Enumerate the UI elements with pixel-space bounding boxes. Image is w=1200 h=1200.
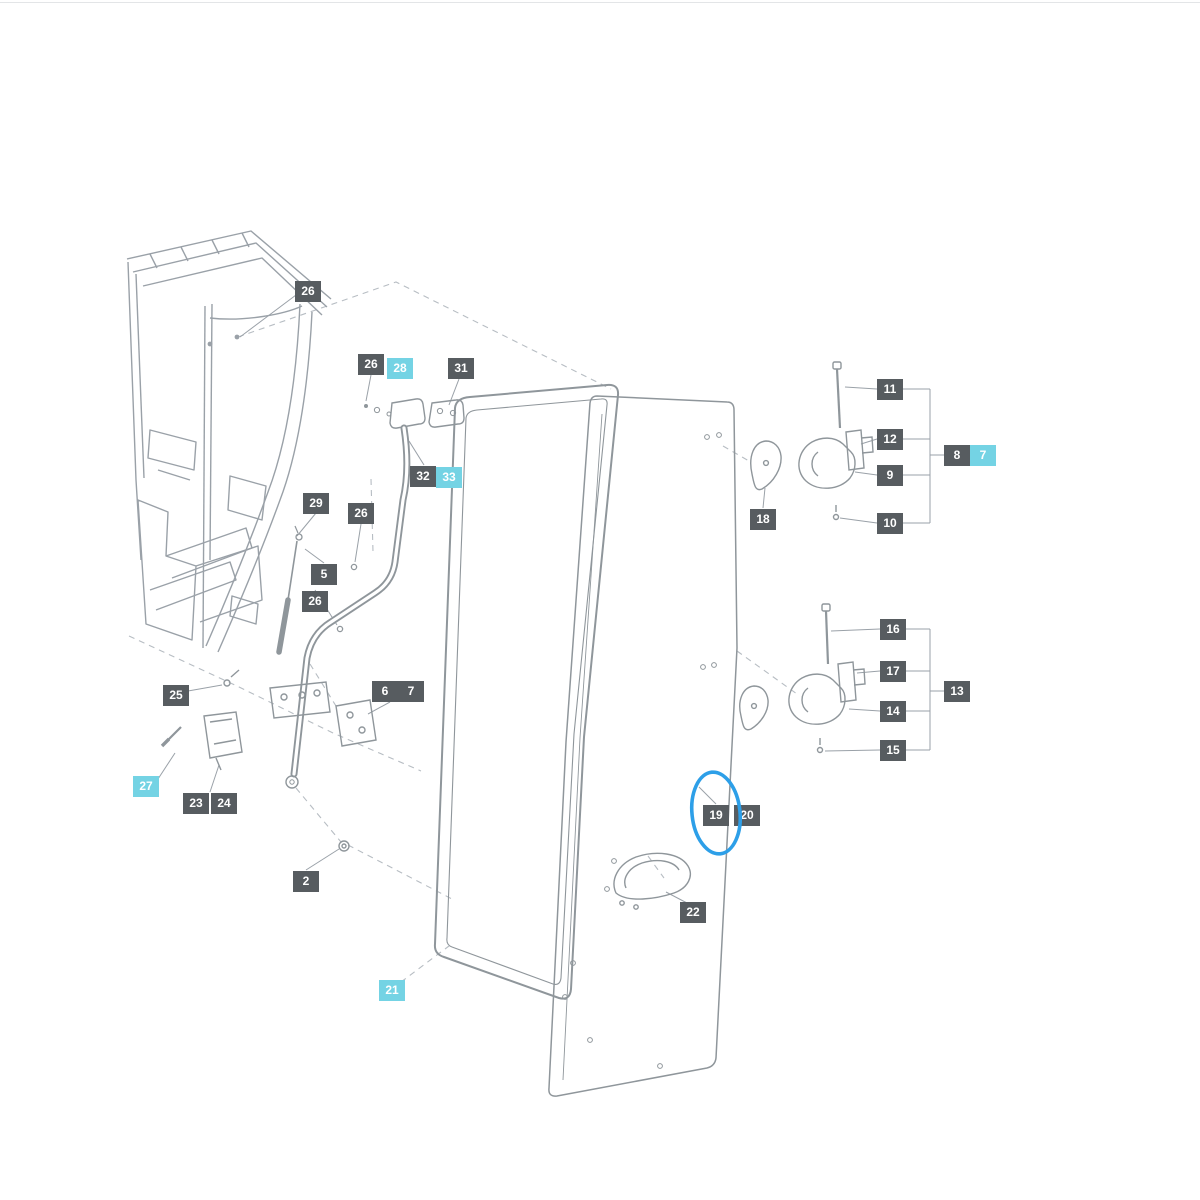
part-label-31[interactable]: 31: [448, 357, 474, 379]
door-glass: [548, 395, 738, 1097]
corner-pads: [739, 440, 782, 731]
part-label-7-bracket[interactable]: 7: [398, 680, 424, 702]
part-label-26-rod[interactable]: 26: [302, 590, 328, 612]
part-label-26-strut[interactable]: 26: [348, 502, 374, 524]
part-label-5[interactable]: 5: [311, 563, 337, 585]
part-label-13[interactable]: 13: [944, 680, 970, 702]
part-label-33[interactable]: 33: [436, 466, 462, 488]
part-label-8[interactable]: 8: [944, 444, 970, 466]
top-divider: [0, 2, 1200, 3]
window-stay-rod: [285, 398, 465, 789]
part-label-29[interactable]: 29: [303, 492, 329, 514]
gas-strut: [276, 525, 303, 655]
part-label-27[interactable]: 27: [133, 775, 159, 797]
part-label-26-roof[interactable]: 26: [295, 280, 321, 302]
cab-frame: [126, 230, 332, 653]
window-seal: [433, 383, 620, 1000]
bracket-and-latch-parts: [160, 669, 377, 852]
part-label-2[interactable]: 2: [293, 870, 319, 892]
part-label-11[interactable]: 11: [877, 378, 903, 400]
part-label-21[interactable]: 21: [379, 979, 405, 1001]
part-label-20[interactable]: 20: [734, 804, 760, 826]
part-label-22[interactable]: 22: [680, 901, 706, 923]
part-label-9[interactable]: 9: [877, 464, 903, 486]
part-label-18[interactable]: 18: [750, 508, 776, 530]
part-label-28[interactable]: 28: [387, 357, 413, 379]
part-label-24[interactable]: 24: [211, 792, 237, 814]
part-label-17[interactable]: 17: [880, 660, 906, 682]
door-handle: [613, 852, 692, 910]
part-label-12[interactable]: 12: [877, 428, 903, 450]
part-label-26-hinge[interactable]: 26: [358, 353, 384, 375]
part-label-6[interactable]: 6: [372, 680, 398, 702]
part-label-32[interactable]: 32: [410, 465, 436, 487]
part-label-19[interactable]: 19: [703, 804, 729, 826]
lower-inner-handle-group: [788, 603, 866, 754]
part-label-14[interactable]: 14: [880, 700, 906, 722]
part-label-10[interactable]: 10: [877, 512, 903, 534]
part-label-25[interactable]: 25: [163, 684, 189, 706]
part-label-23[interactable]: 23: [183, 792, 209, 814]
part-label-7-group[interactable]: 7: [970, 444, 996, 466]
misc-bolts: [336, 563, 358, 633]
part-label-15[interactable]: 15: [880, 739, 906, 761]
part-label-16[interactable]: 16: [880, 618, 906, 640]
upper-inner-handle-group: [798, 361, 874, 521]
